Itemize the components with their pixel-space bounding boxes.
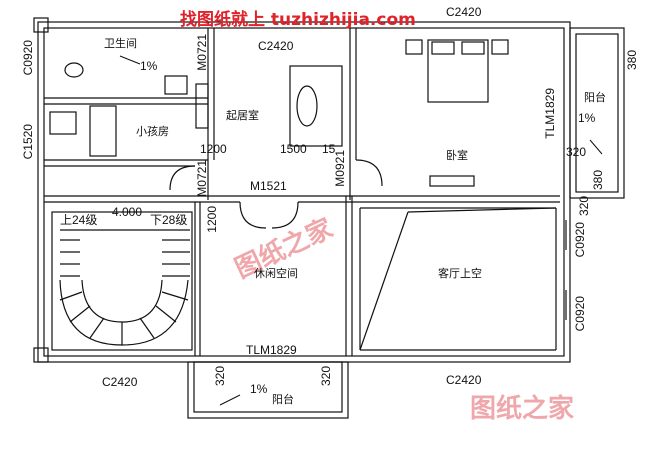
nightstand-icon: [405, 39, 423, 55]
dimension-value: 320: [577, 196, 591, 217]
window-tag: C0920: [21, 40, 35, 76]
stair-down-label: 下28级: [150, 213, 188, 227]
cabinet-icon: [195, 83, 209, 129]
dimension-value: 1200: [205, 206, 219, 233]
window-tag: C2420: [258, 39, 294, 53]
balcony-bottom-label: 阳台: [272, 393, 294, 406]
stair-step: [69, 305, 91, 323]
room-bedroom-label: 卧室: [446, 149, 468, 162]
stair-step: [59, 291, 83, 301]
dimension-value: 1200: [200, 142, 227, 156]
door-tag: M0721: [195, 160, 209, 197]
window-tag: C1520: [21, 124, 35, 160]
door-tag: TLM1829: [246, 343, 297, 357]
slope-balcony-right: 1%: [578, 111, 596, 125]
stair-step: [89, 317, 105, 339]
stair-curve-inner: [81, 279, 163, 323]
void-diagonal: [359, 211, 409, 351]
sink-icon: [164, 75, 188, 95]
door-arc: [271, 201, 299, 229]
dimension-value: 320: [213, 366, 227, 387]
level-mark: 4.000: [112, 205, 143, 219]
balcony-right-label: 阳台: [584, 91, 606, 104]
void-diagonal: [407, 207, 557, 213]
room-living-label: 起居室: [226, 109, 259, 122]
stair-up-label: 上24级: [60, 213, 98, 227]
watermark-bottom: 图纸之家: [470, 394, 575, 424]
pillow-icon: [431, 41, 455, 55]
watermark-top: 找图纸就上 tuzhizhijia.com: [180, 10, 416, 30]
coffee-table-icon: [296, 85, 318, 127]
window-tag: C2420: [102, 375, 138, 389]
dimension-value: 320: [566, 145, 587, 159]
stair-step: [155, 305, 177, 323]
window-tag: C0920: [573, 296, 587, 332]
door-tag: M1521: [250, 179, 287, 193]
balcony-right-outline: [569, 27, 625, 199]
window-tag: C0920: [573, 222, 587, 258]
door-arc: [355, 159, 383, 187]
nightstand-icon: [491, 39, 509, 55]
dimension-value: 1500: [280, 142, 307, 156]
door-tag: M0921: [333, 150, 347, 187]
balcony-right-inner: [575, 33, 619, 193]
corner-column: [33, 17, 49, 33]
dimension-value: 320: [319, 366, 333, 387]
toilet-icon: [64, 62, 84, 78]
stair-step: [161, 291, 189, 301]
stair-step: [139, 317, 155, 339]
desk-icon: [49, 111, 77, 135]
stair-curve: [59, 279, 189, 346]
slope-bath: 1%: [140, 59, 158, 73]
dimension-value: 380: [625, 50, 639, 71]
outer-wall-inner: [43, 27, 565, 357]
dimension-value: 380: [591, 170, 605, 191]
corner-column: [33, 347, 49, 363]
door-tag: TLM1829: [543, 88, 557, 139]
balcony-bottom-inner: [193, 361, 343, 413]
door-arc: [239, 201, 267, 229]
room-bathroom-label: 卫生间: [104, 37, 137, 50]
slope-balcony-bottom: 1%: [250, 382, 268, 396]
room-leisure-label: 休闲空间: [254, 267, 298, 280]
sofa-icon: [289, 65, 343, 147]
dimension-value: 15: [322, 142, 336, 156]
room-study-label: 小孩房: [136, 125, 169, 138]
stair-outline: [51, 211, 193, 351]
window-tag: C2420: [446, 373, 482, 387]
bed-icon: [427, 39, 489, 103]
outer-wall-outer: [37, 21, 571, 363]
room-hall-void-label: 客厅上空: [438, 267, 482, 280]
pillow-icon: [461, 41, 485, 55]
window-tag: C2420: [446, 5, 482, 19]
study-bed-icon: [89, 105, 117, 157]
tv-cabinet-icon: [429, 175, 475, 187]
door-tag: M0721: [195, 34, 209, 71]
door-arc: [169, 165, 196, 191]
